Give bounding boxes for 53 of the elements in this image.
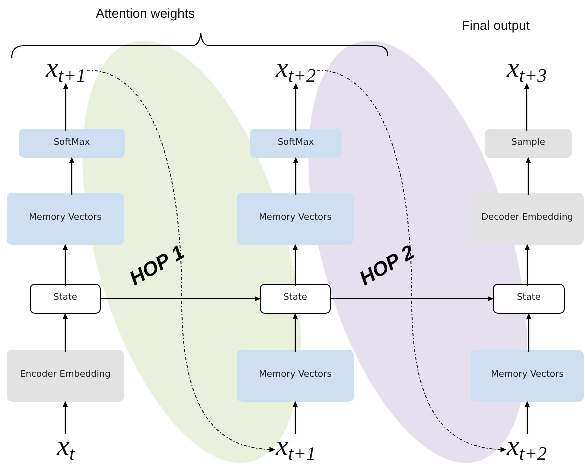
arrow	[101, 296, 261, 302]
arrow	[292, 244, 298, 286]
variable-label: x$_{t+2}$	[276, 55, 316, 83]
arrow	[526, 157, 532, 195]
box-label: Decoder Embedding	[482, 214, 574, 224]
arrow	[526, 313, 532, 352]
hop-label: HOP 2	[356, 242, 420, 292]
box-label: Memory Vectors	[29, 214, 102, 224]
arrow	[62, 313, 68, 352]
arrow	[524, 401, 530, 434]
state-box	[260, 284, 331, 314]
box-label: Memory Vectors	[259, 214, 332, 224]
box-label: State	[54, 294, 78, 304]
box-label: Sample	[512, 138, 546, 148]
box-label: Memory Vectors	[259, 371, 332, 381]
arrow	[63, 83, 69, 131]
box-label: State	[284, 294, 308, 304]
arrow	[293, 157, 299, 195]
variable-label: x$_{t+3}$	[506, 55, 548, 83]
process-box	[471, 350, 584, 402]
arrow	[292, 401, 298, 434]
box-label: Encoder Embedding	[20, 371, 111, 381]
variable-label: x$_{t+2}$	[506, 433, 548, 461]
dash-dot-arrow	[86, 70, 276, 452]
arrow	[62, 244, 68, 286]
process-box	[7, 350, 124, 402]
box-label: Memory Vectors	[491, 371, 564, 381]
annotation-label: Final output	[462, 18, 530, 33]
variable-label: x$_{t+1}$	[276, 433, 316, 461]
state-box	[30, 284, 101, 314]
arrow	[62, 401, 68, 434]
process-box	[7, 193, 124, 245]
box-label: SoftMax	[54, 138, 90, 148]
state-box	[493, 284, 565, 314]
arrow	[293, 83, 299, 131]
arrow	[524, 244, 530, 286]
arrow	[331, 296, 494, 302]
process-box	[471, 193, 584, 245]
arrow	[292, 313, 298, 352]
process-box	[237, 193, 354, 245]
process-box	[250, 129, 342, 158]
variable-label: x$_{t+1}$	[46, 55, 86, 83]
arrow	[69, 157, 75, 195]
arrow	[524, 83, 530, 131]
box-label: SoftMax	[278, 138, 314, 148]
hop-label: HOP 1	[126, 242, 190, 292]
process-box	[237, 350, 354, 402]
annotation-label: Attention weights	[96, 6, 196, 21]
box-label: State	[517, 294, 541, 304]
dash-dot-arrow	[316, 70, 507, 452]
process-box	[19, 129, 125, 158]
variable-label: x$_{t}$	[57, 433, 75, 461]
process-box	[485, 129, 572, 158]
